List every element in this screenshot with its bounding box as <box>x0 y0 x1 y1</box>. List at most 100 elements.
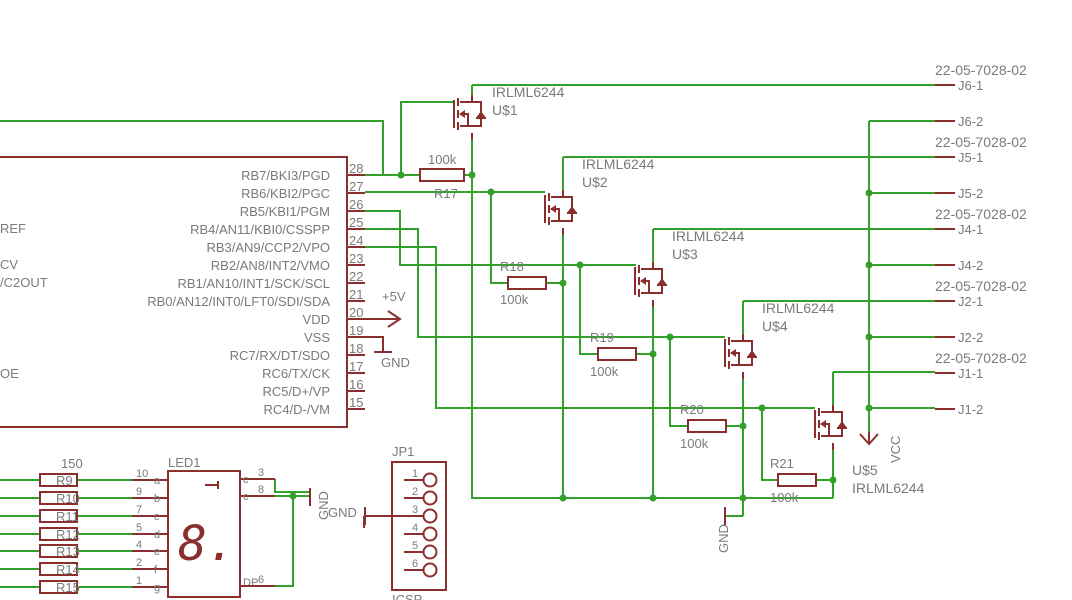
header-pin <box>422 472 438 488</box>
led-pin-number: 9 <box>136 486 142 498</box>
led-pin-segment: g <box>154 582 160 594</box>
led-resistor <box>39 580 78 594</box>
header-pin <box>422 508 438 524</box>
mcu-pin-label: RB6/KBI2/PGC <box>241 186 330 201</box>
connector-pin1: J6-1 <box>958 78 983 93</box>
resistor-r20: R20 100k <box>680 402 727 451</box>
mosfet-ref: U$5 <box>852 462 878 478</box>
connector-pin1: J5-1 <box>958 150 983 165</box>
led-resistor <box>39 527 78 541</box>
mcu-left-label: CV <box>0 257 18 272</box>
power-symbols: +5V GND <box>347 289 410 370</box>
r18-ref: R18 <box>500 259 524 274</box>
led-pin-segment: f <box>154 564 158 576</box>
led-right-pin-number: 3 <box>258 467 264 479</box>
led-resistor-ref: R12 <box>56 527 80 542</box>
led-resistor <box>39 509 78 523</box>
connector-part: 22-05-7028-02 <box>935 134 1027 150</box>
led-gnd-symbol: GND <box>309 488 331 520</box>
led-resistor-ref: R9 <box>56 473 73 488</box>
connector-part: 22-05-7028-02 <box>935 62 1027 78</box>
led-resistor-ref: R14 <box>56 562 80 577</box>
plus5v-label: +5V <box>382 289 406 304</box>
connector-part: 22-05-7028-02 <box>935 206 1027 222</box>
led-resistor <box>39 562 78 576</box>
mcu-pin-label: RB2/AN8/INT2/VMO <box>211 258 330 273</box>
led-ref: LED1 <box>168 455 201 470</box>
connector-pin1: J4-1 <box>958 222 983 237</box>
mcu-pin-number: 21 <box>349 287 363 302</box>
connector-pin2: J6-2 <box>958 114 983 129</box>
mcu-pin-label: VDD <box>303 312 330 327</box>
led-pin-number: 4 <box>136 539 142 551</box>
mcu-pin-label: VSS <box>304 330 330 345</box>
r18-value: 100k <box>500 292 529 307</box>
mcu-pin-label: RB4/AN11/KBI0/CSSPP <box>190 222 330 237</box>
mcu-pin-label: RC5/D+/VP <box>262 384 330 399</box>
header-pin <box>422 526 438 542</box>
vcc-symbol: VCC <box>859 432 903 463</box>
led-resistor-value: 150 <box>61 456 83 471</box>
header-pin-number: 3 <box>412 504 418 516</box>
mcu-pin-number: 18 <box>349 341 363 356</box>
mcu-pin-number: 26 <box>349 197 363 212</box>
led-pin-segment: e <box>154 546 160 558</box>
resistors: 100k R17 R18 100k R19 100k R20 100k R21 … <box>419 152 817 505</box>
led-pin-segment: d <box>154 529 160 541</box>
mosfet-part: IRLML6244 <box>762 300 835 316</box>
r19-value: 100k <box>590 364 619 379</box>
mcu-pin-number: 16 <box>349 377 363 392</box>
mcu-pin-label: RB7/BKI3/PGD <box>241 168 330 183</box>
header-pin-number: 4 <box>412 522 418 534</box>
led-dp-label: DP <box>243 577 258 589</box>
mcu-pin-number: 17 <box>349 359 363 374</box>
led-pin-number: 7 <box>136 504 142 516</box>
gnd-symbol-lower: GND <box>716 507 731 553</box>
r21-value: 100k <box>770 490 799 505</box>
mosfet-part: IRLML6244 <box>582 156 655 172</box>
led-pin-segment: c <box>154 511 160 523</box>
r21-ref: R21 <box>770 456 794 471</box>
header-pin-number: 2 <box>412 486 418 498</box>
mosfet-part: IRLML6244 <box>492 84 565 100</box>
led-pin-number: 1 <box>136 575 142 587</box>
led-resistor-ref: R13 <box>56 544 80 559</box>
connector-part: 22-05-7028-02 <box>935 350 1027 366</box>
gnd-label: GND <box>381 355 410 370</box>
led-right-pin-label: c <box>243 474 249 486</box>
connector-pin1: J1-1 <box>958 366 983 381</box>
mosfets: IRLML6244U$1IRLML6244U$2IRLML6244U$3IRLM… <box>453 84 925 496</box>
header-pin <box>422 490 438 506</box>
mcu-pin-number: 15 <box>349 395 363 410</box>
header-pin-number: 1 <box>412 468 418 480</box>
mcu-pin-label: RB5/KBI1/PGM <box>240 204 330 219</box>
led-resistor-ref: R11 <box>56 509 79 524</box>
junctions <box>289 171 873 502</box>
mosfet-ref: U$4 <box>762 318 788 334</box>
r17-ref: R17 <box>434 186 458 201</box>
led-pin-segment: b <box>154 493 160 505</box>
connector-pin2: J4-2 <box>958 258 983 273</box>
mcu-left-label: /C2OUT <box>0 275 48 290</box>
mcu-pin-label: RC4/D-/VM <box>264 402 330 417</box>
header-pin-number: 5 <box>412 540 418 552</box>
led-resistor <box>39 491 78 505</box>
led-pin-number: 2 <box>136 557 142 569</box>
led-pin-segment: a <box>154 475 161 487</box>
header-pin <box>422 562 438 578</box>
led-right-pin-label: c <box>243 491 249 503</box>
mcu-pin-number: 25 <box>349 215 363 230</box>
mcu-pin-label: RB1/AN10/INT1/SCK/SCL <box>178 276 330 291</box>
